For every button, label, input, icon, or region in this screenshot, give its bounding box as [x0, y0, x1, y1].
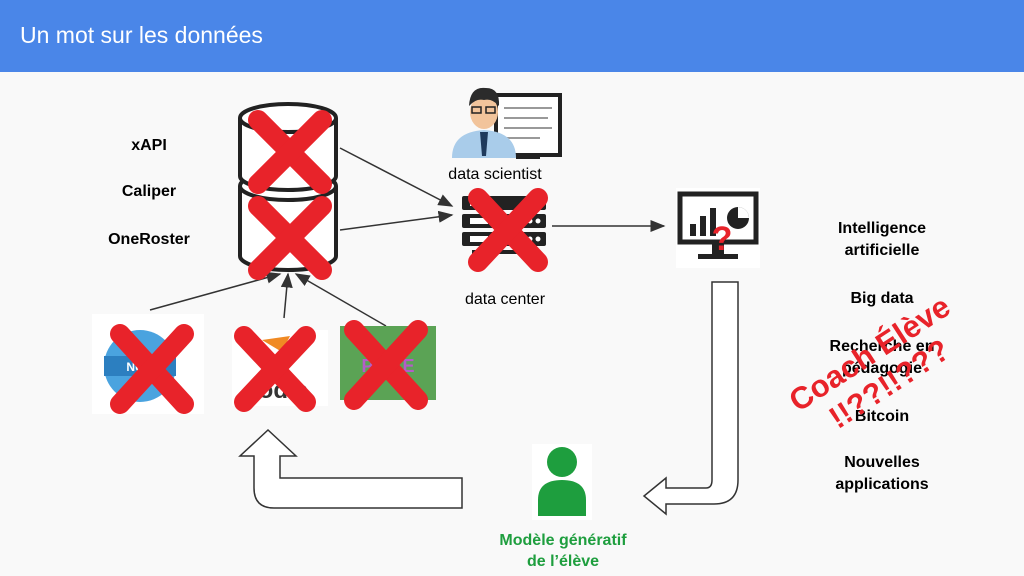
arrow-app3-to-db — [294, 273, 387, 327]
cross-db-top-b — [248, 110, 332, 194]
arrow-analytics-to-student — [642, 281, 739, 516]
data-scientist-label: data scientist — [448, 166, 542, 183]
header-bar: Un mot sur les données — [0, 0, 1024, 72]
buzzword-new-apps: Nouvelles applications — [835, 454, 929, 493]
arrow-db2-to-datacenter — [339, 210, 454, 231]
data-center-label: data center — [464, 291, 546, 308]
cross-app1-b — [110, 324, 194, 414]
student-model-label: Modèle génératif de l’élève — [499, 532, 627, 570]
cross-server-b — [468, 188, 548, 272]
cross-marks — [110, 110, 548, 414]
cross-db-bottom-b — [248, 196, 332, 280]
standard-label-xapi: xAPI — [131, 137, 167, 154]
analytics-monitor-icon — [676, 188, 760, 268]
slide-title: Un mot sur les données — [20, 22, 263, 48]
arrow-app2-to-db — [280, 272, 293, 319]
buzzword-ai: Intelligence artificielle — [837, 220, 927, 259]
standard-label-oneroster: OneRoster — [108, 231, 190, 248]
buzzword-bitcoin: Bitcoin — [854, 408, 910, 425]
buzzword-big-data: Big data — [850, 290, 914, 307]
buzzword-research: Recherche en pédagogie — [829, 338, 935, 377]
data-scientist-icon — [452, 87, 562, 159]
student-icon — [532, 444, 592, 520]
standard-label-caliper: Caliper — [121, 183, 177, 200]
arrow-student-to-apps — [238, 428, 463, 509]
cross-app2-b — [234, 326, 316, 412]
question-mark: ? — [712, 220, 733, 258]
arrow-db-to-datacenter — [339, 147, 454, 207]
arrow-app1-to-db — [149, 271, 282, 311]
cross-app3-b — [344, 320, 428, 410]
